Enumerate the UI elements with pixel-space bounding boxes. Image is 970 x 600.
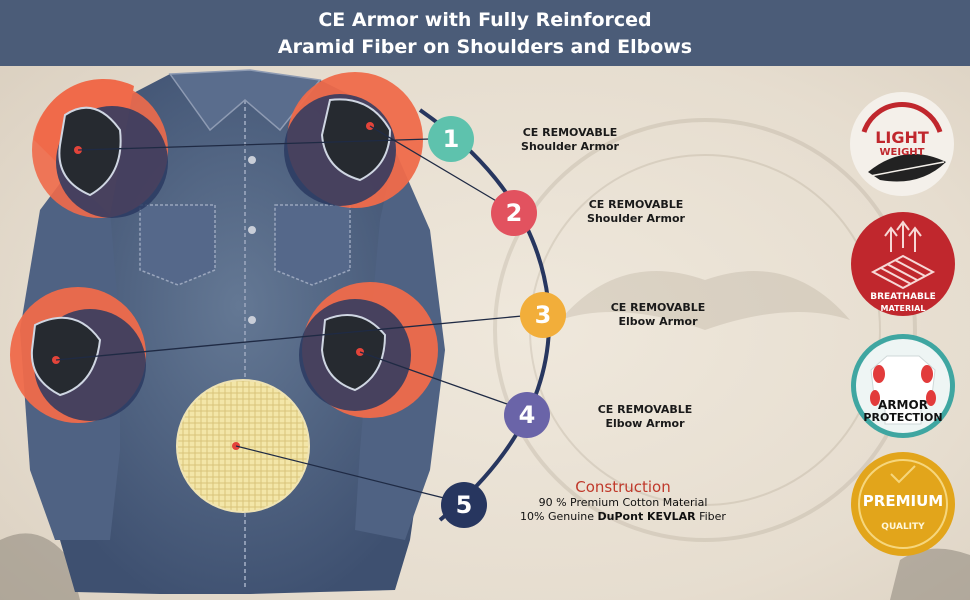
- premium-seal-icon: [858, 459, 948, 549]
- callout-2-label: CE REMOVABLE Shoulder Armor: [587, 198, 685, 225]
- light-weight-badge: LIGHT WEIGHT: [850, 92, 954, 196]
- left-elbow-highlight: [10, 287, 146, 423]
- premium-quality-badge: PREMIUM QUALITY: [851, 452, 955, 556]
- construction-line-2: 10% Genuine DuPont KEVLAR Fiber: [520, 510, 726, 523]
- title-banner: CE Armor with Fully Reinforced Aramid Fi…: [0, 0, 970, 66]
- construction-line-1: 90 % Premium Cotton Material: [538, 496, 708, 509]
- title-line-1: CE Armor with Fully Reinforced: [318, 9, 652, 31]
- breathable-fabric-icon: [870, 220, 936, 290]
- callout-1-marker: 1: [428, 116, 474, 162]
- right-shoulder-highlight: [284, 72, 423, 208]
- callout-3-marker: 3: [520, 292, 566, 338]
- watermark-emblem-icon: [493, 118, 917, 542]
- left-shoulder-highlight: [32, 78, 168, 218]
- callout-4-label: CE REMOVABLE Elbow Armor: [597, 403, 693, 430]
- callout-2-marker: 2: [491, 190, 537, 236]
- armor-protection-badge: ARMOR PROTECTION: [851, 334, 955, 438]
- feather-icon: [868, 154, 946, 182]
- callout-3-label: CE REMOVABLE Elbow Armor: [610, 301, 706, 328]
- title-line-2: Aramid Fiber on Shoulders and Elbows: [277, 36, 693, 58]
- callout-5-marker: 5: [441, 482, 487, 528]
- breathable-material-badge: BREATHABLE MATERIAL: [851, 212, 955, 316]
- callout-1-label: CE REMOVABLE Shoulder Armor: [521, 126, 619, 153]
- right-elbow-highlight: [299, 282, 438, 418]
- armor-shirt-icon: [870, 355, 936, 425]
- construction-details: Construction 90 % Premium Cotton Materia…: [508, 478, 738, 524]
- kevlar-fabric-swatch: [176, 379, 310, 513]
- leader-lines: [55, 125, 523, 499]
- construction-title: Construction: [575, 478, 671, 496]
- callout-4-marker: 4: [504, 392, 550, 438]
